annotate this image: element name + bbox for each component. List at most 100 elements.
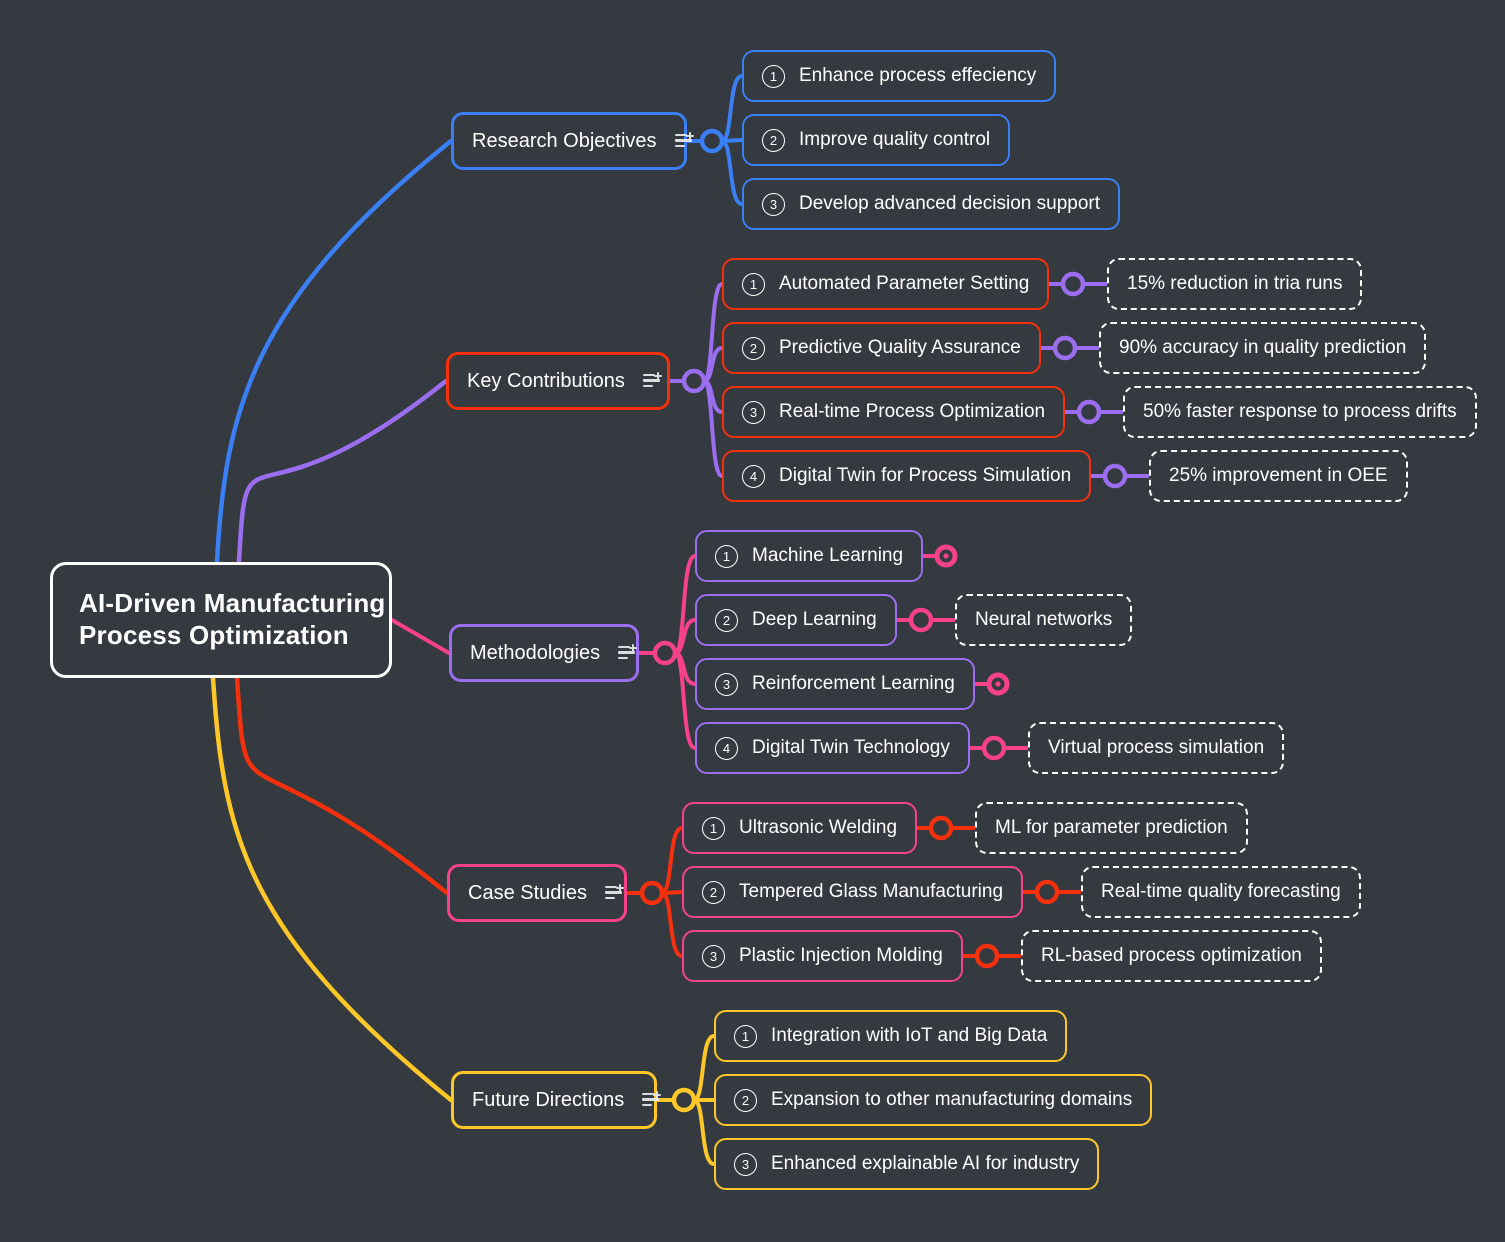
list-add-icon[interactable] bbox=[618, 643, 638, 661]
leaf-label: RL-based process optimization bbox=[1041, 945, 1302, 966]
edge bbox=[390, 618, 451, 655]
list-add-icon[interactable] bbox=[674, 131, 694, 149]
item-number-badge: 3 bbox=[734, 1152, 757, 1176]
leaf-expand-toggle[interactable] bbox=[1060, 271, 1086, 297]
edge bbox=[660, 891, 684, 958]
item-number-badge: 1 bbox=[715, 544, 738, 568]
child-node[interactable]: 1 Automated Parameter Setting bbox=[722, 258, 1049, 310]
item-number-badge: 1 bbox=[734, 1024, 757, 1048]
child-node[interactable]: 1 Ultrasonic Welding bbox=[682, 802, 917, 854]
branch-expand-toggle[interactable] bbox=[652, 640, 678, 666]
list-add-icon[interactable] bbox=[642, 1090, 662, 1108]
leaf-expand-toggle[interactable] bbox=[1076, 399, 1102, 425]
item-number-badge: 2 bbox=[734, 1088, 757, 1112]
child-node[interactable]: 3 Reinforcement Learning bbox=[695, 658, 975, 710]
edge bbox=[692, 1034, 716, 1102]
branch-node-future-directions[interactable]: Future Directions bbox=[451, 1071, 662, 1129]
child-node[interactable]: 2 Tempered Glass Manufacturing bbox=[682, 866, 1023, 918]
leaf-node[interactable]: Real-time quality forecasting bbox=[1081, 866, 1361, 918]
child-node[interactable]: 3 Real-time Process Optimization bbox=[722, 386, 1065, 438]
child-label: Real-time Process Optimization bbox=[779, 401, 1046, 422]
edge bbox=[660, 826, 684, 895]
leaf-expand-toggle[interactable] bbox=[1102, 463, 1128, 489]
child-label: Tempered Glass Manufacturing bbox=[739, 881, 1004, 902]
item-number-badge: 4 bbox=[742, 464, 765, 488]
leaf-expand-toggle[interactable] bbox=[974, 943, 1000, 969]
child-label: Reinforcement Learning bbox=[752, 673, 955, 694]
leaf-node[interactable]: 15% reduction in tria runs bbox=[1107, 258, 1362, 310]
branch-label: Future Directions bbox=[472, 1088, 625, 1111]
child-label: Deep Learning bbox=[752, 609, 877, 630]
list-add-icon[interactable] bbox=[604, 883, 624, 901]
leaf-expand-toggle[interactable] bbox=[908, 607, 934, 633]
item-number-badge: 3 bbox=[762, 192, 785, 216]
leaf-node[interactable]: 90% accuracy in quality prediction bbox=[1099, 322, 1426, 374]
leaf-label: ML for parameter prediction bbox=[995, 817, 1228, 838]
child-label: Automated Parameter Setting bbox=[779, 273, 1030, 294]
child-label: Plastic Injection Molding bbox=[739, 945, 943, 966]
item-number-badge: 2 bbox=[762, 128, 785, 152]
root-title-line-2: Process Optimization bbox=[79, 620, 349, 650]
edge bbox=[692, 1098, 716, 1166]
branch-node-key-contributions[interactable]: Key Contributions bbox=[446, 352, 670, 410]
leaf-node[interactable]: RL-based process optimization bbox=[1021, 930, 1322, 982]
item-number-badge: 2 bbox=[742, 336, 765, 360]
edge bbox=[720, 139, 744, 206]
edge bbox=[210, 675, 454, 1103]
branch-expand-toggle[interactable] bbox=[681, 368, 707, 394]
leaf-node[interactable]: 50% faster response to process drifts bbox=[1123, 386, 1477, 438]
branch-expand-toggle[interactable] bbox=[639, 880, 665, 906]
leaf-label: 90% accuracy in quality prediction bbox=[1119, 337, 1407, 358]
leaf-node[interactable]: Virtual process simulation bbox=[1028, 722, 1284, 774]
item-number-badge: 3 bbox=[715, 672, 738, 696]
collapsed-node-dot[interactable] bbox=[943, 553, 949, 559]
item-number-badge: 1 bbox=[762, 64, 785, 88]
collapsed-node-dot[interactable] bbox=[995, 681, 1001, 687]
child-node[interactable]: 3 Plastic Injection Molding bbox=[682, 930, 963, 982]
leaf-label: Neural networks bbox=[975, 609, 1113, 630]
leaf-node[interactable]: ML for parameter prediction bbox=[975, 802, 1248, 854]
item-number-badge: 1 bbox=[702, 816, 725, 840]
item-number-badge: 2 bbox=[702, 880, 725, 904]
item-number-badge: 3 bbox=[702, 944, 725, 968]
edge bbox=[234, 675, 450, 896]
leaf-label: Real-time quality forecasting bbox=[1101, 881, 1341, 902]
branch-expand-toggle[interactable] bbox=[671, 1087, 697, 1113]
branch-label: Case Studies bbox=[468, 881, 587, 904]
item-number-badge: 4 bbox=[715, 736, 738, 760]
edge bbox=[214, 138, 454, 565]
leaf-label: 50% faster response to process drifts bbox=[1143, 401, 1457, 422]
leaf-expand-toggle[interactable] bbox=[1052, 335, 1078, 361]
child-label: Ultrasonic Welding bbox=[739, 817, 898, 838]
branch-node-case-studies[interactable]: Case Studies bbox=[447, 864, 627, 922]
leaf-expand-toggle[interactable] bbox=[981, 735, 1007, 761]
leaf-expand-toggle[interactable] bbox=[928, 815, 954, 841]
item-number-badge: 1 bbox=[742, 272, 765, 296]
branch-label: Key Contributions bbox=[467, 369, 625, 392]
branch-label: Methodologies bbox=[470, 641, 601, 664]
branch-expand-toggle[interactable] bbox=[699, 128, 725, 154]
edge bbox=[720, 74, 744, 143]
item-number-badge: 3 bbox=[742, 400, 765, 424]
leaf-node[interactable]: 25% improvement in OEE bbox=[1149, 450, 1408, 502]
leaf-expand-toggle[interactable] bbox=[1034, 879, 1060, 905]
leaf-node[interactable]: Neural networks bbox=[955, 594, 1132, 646]
branch-node-research-objectives[interactable]: Research Objectives bbox=[451, 112, 694, 170]
list-add-icon[interactable] bbox=[642, 371, 662, 389]
branch-node-methodologies[interactable]: Methodologies bbox=[449, 624, 639, 682]
edge bbox=[236, 378, 449, 565]
